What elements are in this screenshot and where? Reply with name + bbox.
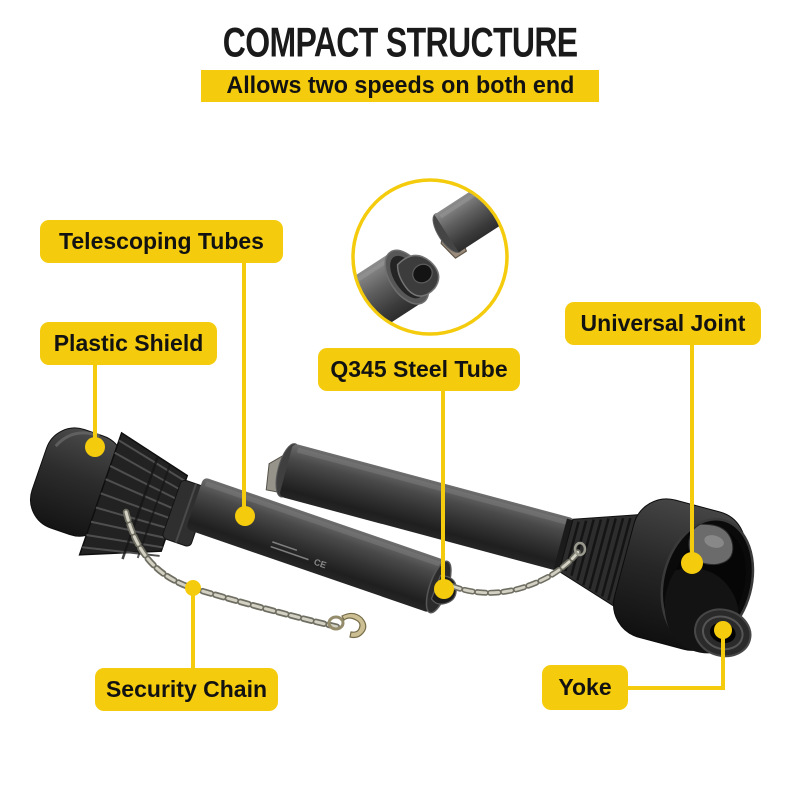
dot-security-chain xyxy=(185,580,201,596)
page-title: COMPACT STRUCTURE xyxy=(0,18,800,66)
subtitle-banner: Allows two speeds on both end xyxy=(201,70,599,102)
title-text: COMPACT STRUCTURE xyxy=(222,18,578,66)
inset-detail-circle xyxy=(351,178,509,336)
label-q345-steel-tube: Q345 Steel Tube xyxy=(318,348,520,391)
callout-dots xyxy=(85,437,732,639)
label-plastic-shield: Plastic Shield xyxy=(40,322,217,365)
dot-yoke xyxy=(714,621,732,639)
label-telescoping-tubes: Telescoping Tubes xyxy=(40,220,283,263)
ce-mark: CE xyxy=(313,557,328,571)
subtitle-text: Allows two speeds on both end xyxy=(226,72,574,99)
callout-lines xyxy=(93,262,725,690)
dot-plastic-shield xyxy=(85,437,105,457)
shaft-marking: CE xyxy=(270,541,328,571)
dot-q345-steel-tube xyxy=(434,579,454,599)
label-yoke: Yoke xyxy=(542,665,628,710)
line-yoke xyxy=(627,630,725,690)
security-chain-right xyxy=(449,541,587,596)
dot-telescoping-tubes xyxy=(235,506,255,526)
label-universal-joint: Universal Joint xyxy=(565,302,761,345)
steel-tube xyxy=(280,444,575,571)
label-security-chain: Security Chain xyxy=(95,668,278,711)
shaft-right-half xyxy=(265,443,755,658)
chain-snap-hook xyxy=(327,612,367,639)
dot-universal-joint xyxy=(681,552,703,574)
